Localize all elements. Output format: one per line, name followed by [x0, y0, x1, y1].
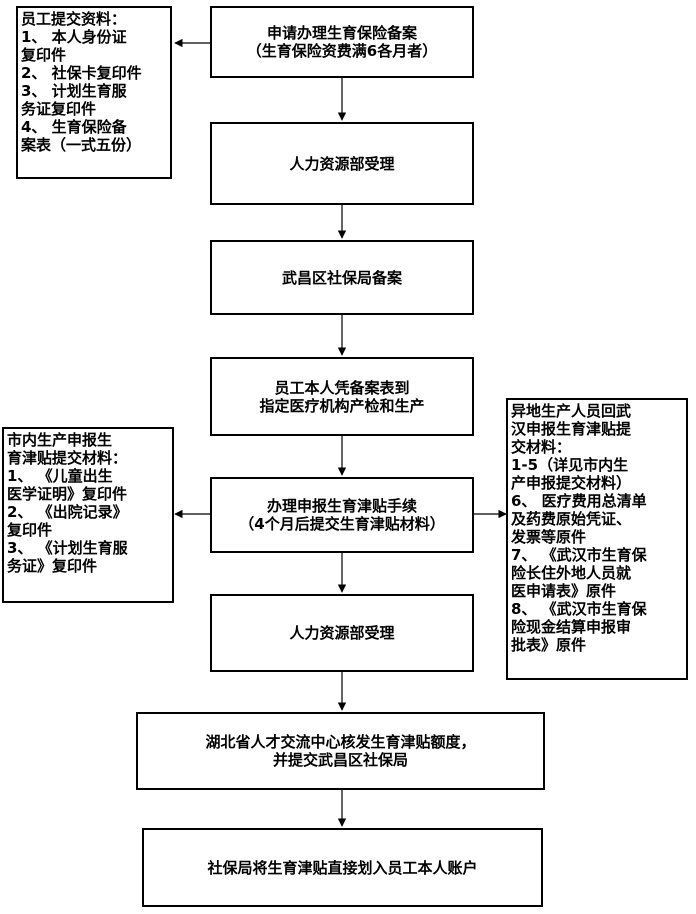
step-district-registration: 武昌区社保局备案: [210, 240, 474, 315]
note-line: 4、 生育保险备: [21, 118, 127, 136]
step-line: 人力资源部受理: [289, 624, 395, 642]
note-remote-birth-materials: 异地生产人员回武 汉申报生育津贴提 交材料： 1-5（详见市内生 产申报提交材料…: [506, 398, 688, 680]
note-line: 3、 《计划生育服: [7, 539, 128, 557]
note-line: 务证》复印件: [7, 557, 98, 575]
note-line: 险现金结算申报审: [511, 618, 632, 636]
step-hr-accept-1: 人力资源部受理: [210, 122, 474, 205]
step-line: 社保局将生育津贴直接划入员工本人账户: [207, 858, 478, 877]
note-line: 异地生产人员回武: [511, 402, 632, 420]
note-line: 2、 社保卡复印件: [21, 64, 142, 82]
note-line: 7、 《武汉市生育保: [511, 546, 647, 564]
note-local-birth-materials: 市内生产申报生 育津贴提交材料： 1、 《儿童出生 医学证明》复印件 2、 《出…: [2, 427, 174, 603]
note-line: 6、 医疗费用总清单: [511, 492, 647, 510]
note-line: 交材料：: [511, 438, 572, 456]
step-apply-allowance: 办理申报生育津贴手续 （4个月后提交生育津贴材料）: [210, 477, 474, 553]
note-line: 市内生产申报生: [7, 431, 113, 449]
step-line: （4个月后提交生育津贴材料）: [239, 515, 445, 533]
note-line: 医申请表》原件: [511, 582, 617, 600]
note-line: 汉申报生育津贴提: [511, 420, 632, 438]
note-line: 1、 本人身份证: [21, 28, 127, 46]
step-line: 指定医疗机构产检和生产: [259, 396, 425, 415]
step-line: （生育保险资费满6各月者）: [246, 42, 438, 60]
step-line: 湖北省人才交流中心核发生育津贴额度，: [205, 733, 476, 751]
note-line: 案表（一式五份）: [21, 136, 142, 154]
step-line: 并提交武昌区社保局: [272, 751, 408, 769]
step-hr-accept-2: 人力资源部受理: [210, 594, 474, 672]
note-line: 1-5（详见市内生: [511, 456, 629, 474]
note-line: 2、 《出院记录》: [7, 503, 128, 521]
note-line: 3、 计划生育服: [21, 82, 127, 100]
step-talent-center-approval: 湖北省人才交流中心核发生育津贴额度， 并提交武昌区社保局: [136, 712, 545, 790]
step-line: 员工本人凭备案表到: [274, 378, 410, 397]
note-employee-materials: 员工提交资料： 1、 本人身份证 复印件 2、 社保卡复印件 3、 计划生育服 …: [16, 6, 172, 179]
note-line: 发票等原件: [511, 528, 587, 546]
note-line: 育津贴提交材料：: [7, 449, 128, 467]
step-line: 申请办理生育保险备案: [266, 24, 417, 42]
note-line: 8、 《武汉市生育保: [511, 600, 647, 618]
step-line: 武昌区社保局备案: [281, 268, 402, 287]
note-line: 批表》原件: [511, 636, 587, 654]
note-line: 1、 《儿童出生: [7, 467, 113, 485]
step-transfer-to-account: 社保局将生育津贴直接划入员工本人账户: [142, 828, 543, 907]
note-line: 及药费原始凭证、: [511, 510, 632, 528]
note-line: 员工提交资料：: [21, 10, 127, 28]
note-line: 医学证明》复印件: [7, 485, 128, 503]
step-line: 办理申报生育津贴手续: [266, 497, 417, 515]
note-line: 产申报提交材料）: [511, 474, 632, 492]
note-line: 险长住外地人员就: [511, 564, 632, 582]
step-apply-registration: 申请办理生育保险备案 （生育保险资费满6各月者）: [210, 6, 474, 78]
note-line: 复印件: [7, 521, 53, 539]
note-line: 复印件: [21, 46, 67, 64]
step-prenatal-birth: 员工本人凭备案表到 指定医疗机构产检和生产: [210, 357, 474, 436]
step-line: 人力资源部受理: [289, 154, 395, 173]
note-line: 务证复印件: [21, 100, 97, 118]
